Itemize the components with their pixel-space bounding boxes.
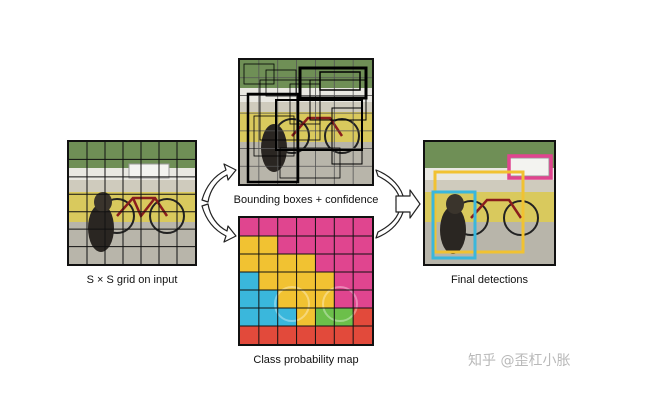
class-map-panel: [238, 216, 374, 346]
class-map-image: [240, 218, 372, 344]
class-cell-yellow: [258, 236, 279, 255]
class-cell-magenta: [315, 254, 335, 273]
grid-overlay: [240, 60, 372, 184]
class-cell-yellow: [240, 236, 260, 255]
class-cell-yellow: [296, 290, 316, 309]
class-cell-magenta: [334, 218, 354, 237]
class-cell-red: [315, 326, 335, 344]
grid-input-image: [69, 142, 195, 264]
class-cell-magenta: [240, 218, 260, 237]
bounding-boxes-image: [240, 60, 372, 184]
final-detections-panel: [423, 140, 556, 266]
grid-input-caption: S × S grid on input: [86, 274, 178, 286]
class-cell-cyan: [258, 308, 279, 327]
class-cell-magenta: [315, 236, 335, 255]
predicted-boxes: [243, 63, 368, 184]
class-cell-magenta: [296, 218, 316, 237]
class-cell-yellow: [258, 254, 279, 273]
class-cell-red: [353, 308, 372, 327]
class-probability-cells: [240, 218, 372, 344]
class-cell-yellow: [258, 272, 279, 291]
class-cell-red: [296, 326, 316, 344]
bicycle-detection-box: [433, 170, 525, 254]
class-cell-yellow: [315, 290, 335, 309]
arrow-to-final-detections-icon: [395, 189, 421, 219]
class-cell-yellow: [296, 272, 316, 291]
class-cell-yellow: [240, 254, 260, 273]
class-cell-magenta: [258, 218, 279, 237]
class-cell-yellow: [277, 254, 298, 273]
class-cell-magenta: [334, 272, 354, 291]
class-cell-magenta: [277, 236, 298, 255]
class-cell-yellow: [277, 272, 298, 291]
bounding-boxes-panel: [238, 58, 374, 186]
class-cell-magenta: [353, 254, 372, 273]
class-cell-red: [353, 326, 372, 344]
bounding-boxes-caption: Bounding boxes + confidence: [233, 194, 379, 206]
class-cell-red: [277, 326, 298, 344]
class-cell-cyan: [240, 308, 260, 327]
class-cell-magenta: [315, 218, 335, 237]
class-cell-green: [315, 308, 335, 327]
class-map-caption: Class probability map: [253, 354, 359, 366]
class-cell-cyan: [240, 290, 260, 309]
class-cell-magenta: [353, 272, 372, 291]
arrow-to-class-map-icon: [201, 203, 237, 243]
class-cell-yellow: [277, 290, 298, 309]
class-cell-magenta: [334, 236, 354, 255]
watermark: 知乎 @歪杠小胀: [468, 353, 571, 369]
class-cell-red: [258, 326, 279, 344]
grid-overlay: [69, 142, 195, 264]
final-detections-caption: Final detections: [450, 274, 529, 286]
grid-input-panel: [67, 140, 197, 266]
class-cell-red: [240, 326, 260, 344]
grid-overlay: [240, 218, 372, 344]
class-cell-red: [334, 326, 354, 344]
class-cell-cyan: [240, 272, 260, 291]
class-cell-magenta: [334, 254, 354, 273]
class-cell-cyan: [258, 290, 279, 309]
class-cell-magenta: [353, 236, 372, 255]
final-detections-image: [425, 142, 554, 264]
class-cell-yellow: [296, 308, 316, 327]
class-cell-yellow: [296, 254, 316, 273]
class-cell-magenta: [296, 236, 316, 255]
class-cell-magenta: [353, 290, 372, 309]
class-cell-magenta: [277, 218, 298, 237]
class-cell-magenta: [334, 290, 354, 309]
class-cell-green: [334, 308, 354, 327]
class-cell-magenta: [353, 218, 372, 237]
dog-detection-box: [431, 190, 477, 260]
class-cell-cyan: [277, 308, 298, 327]
car-detection-box: [507, 154, 553, 180]
class-cell-yellow: [315, 272, 335, 291]
